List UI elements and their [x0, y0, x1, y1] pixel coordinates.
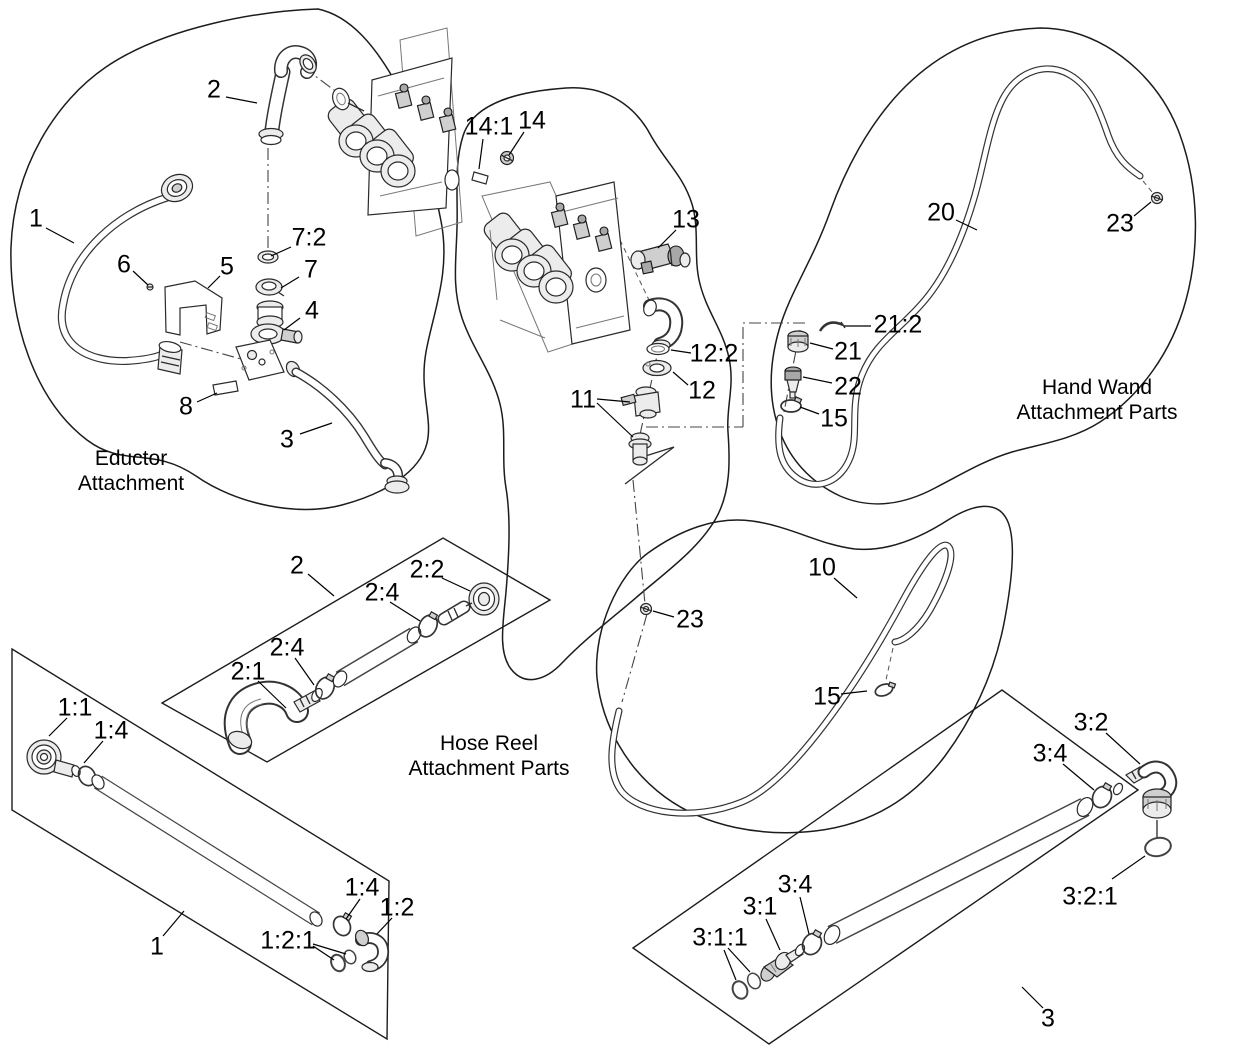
leader-line	[802, 376, 833, 384]
leader-line	[765, 918, 781, 951]
mount-bracket-5	[164, 280, 223, 336]
hose-3-parts	[731, 760, 1178, 1000]
bearing-7	[255, 278, 285, 297]
leader-line	[294, 657, 315, 686]
leader-line	[723, 949, 737, 981]
hose-2-parts	[223, 582, 500, 755]
leader-line	[672, 371, 689, 386]
nozzle-22	[784, 366, 802, 399]
leader-line	[196, 392, 218, 403]
leader-line	[657, 229, 677, 249]
hand-wand-section-outline	[770, 27, 1197, 505]
leader-line	[809, 342, 834, 350]
leader-line	[312, 945, 335, 961]
coupler-21	[787, 330, 809, 353]
washer-7-2	[257, 250, 279, 264]
leader-line	[280, 276, 300, 289]
leader-line	[45, 227, 75, 244]
leader-line	[596, 398, 631, 403]
pump-valve-stack	[550, 202, 613, 252]
leader-line	[312, 943, 347, 955]
reel-hose-10	[608, 541, 955, 817]
leader-line	[441, 577, 471, 592]
leader-line	[283, 317, 301, 331]
pump-valve-stack	[394, 83, 457, 133]
hand-wand-hose-20	[775, 65, 1144, 488]
suction-hose-1	[57, 173, 194, 375]
washer-12-2	[646, 342, 670, 356]
leader-line	[1133, 201, 1152, 217]
leader-line	[799, 896, 810, 935]
pump-section-outline	[454, 87, 732, 681]
leader-line	[257, 680, 287, 709]
pump-elbow	[643, 297, 684, 351]
nut-14	[499, 150, 515, 166]
leader-line	[48, 717, 68, 737]
leader-line	[1111, 855, 1146, 880]
hook-21-2	[818, 321, 846, 332]
leader-line	[132, 270, 149, 286]
fitting-23-top	[1150, 191, 1164, 205]
leader-line	[799, 406, 820, 415]
hose-1-parts	[26, 739, 390, 973]
leader-line	[389, 601, 421, 622]
hose-section-outline	[595, 505, 1014, 834]
leader-line	[833, 577, 858, 599]
screw-6	[146, 283, 154, 291]
fill-tube-2	[258, 45, 318, 146]
valve-13	[630, 243, 691, 275]
strip-14-1	[471, 171, 489, 185]
leader-line	[508, 131, 525, 156]
section-title-hose-reel: Hose Reel Attachment Parts	[408, 732, 570, 780]
leader-line	[478, 138, 484, 170]
leader-line	[207, 275, 221, 289]
leader-line	[670, 349, 692, 354]
leader-line	[1021, 986, 1044, 1009]
leader-line	[652, 610, 675, 618]
leader-line	[955, 219, 978, 231]
mount-plate-8	[212, 339, 285, 396]
leader-line	[376, 917, 393, 935]
fitting-23-center	[639, 602, 653, 616]
leader-line	[162, 910, 185, 937]
hose-3-panel	[631, 689, 1140, 1045]
leader-line	[840, 690, 868, 695]
leader-line	[596, 402, 634, 438]
leader-line	[727, 947, 751, 973]
leader-line	[83, 740, 104, 764]
pump-assembly-rear	[327, 27, 463, 237]
leader-line	[225, 96, 258, 104]
clamp-15-bottom	[874, 681, 897, 697]
leader-line	[299, 422, 333, 435]
pump-assembly-front	[481, 181, 631, 353]
check-valve-11	[628, 432, 652, 466]
leader-line	[1062, 763, 1095, 791]
clamp-15-right	[780, 396, 803, 413]
section-title-hand-wand: Hand Wand Attachment Parts	[1016, 376, 1178, 424]
leader-line	[1105, 732, 1141, 765]
section-title-eductor: Eductor Attachment	[77, 447, 185, 495]
hose-1-panel	[11, 647, 390, 1041]
eductor-hose-3	[285, 360, 410, 494]
leader-line	[270, 246, 292, 257]
flange-12	[642, 359, 672, 377]
eductor-body-4	[250, 300, 303, 345]
leader-line	[345, 898, 361, 920]
leader-line	[307, 573, 335, 597]
